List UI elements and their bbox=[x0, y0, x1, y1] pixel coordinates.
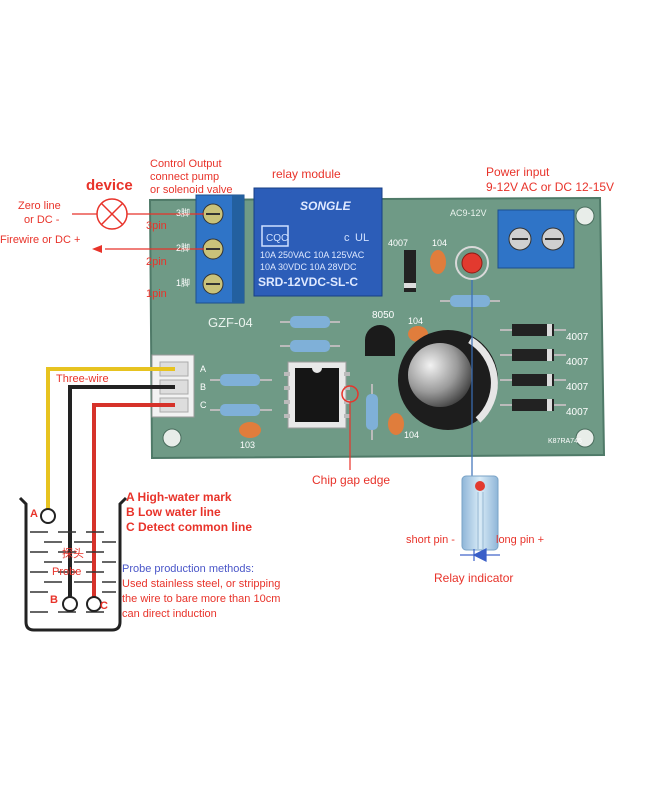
probe-c-label: C bbox=[100, 600, 108, 612]
diode-label: 4007 bbox=[388, 238, 409, 248]
control-output-line-3: or solenoid valve bbox=[150, 184, 233, 196]
terminal-label-2: 2脚 bbox=[176, 243, 191, 253]
pin1-label: 1pin bbox=[146, 288, 167, 300]
water-lines bbox=[30, 531, 116, 613]
relay-model: SRD-12VDC-SL-C bbox=[258, 275, 359, 289]
resistor bbox=[366, 384, 378, 440]
resistor bbox=[440, 295, 500, 307]
short-pin-label: short pin - bbox=[406, 534, 455, 546]
common-line-label: C Detect common line bbox=[126, 520, 253, 534]
relay bbox=[253, 187, 383, 297]
diode-label: 4007 bbox=[566, 382, 589, 393]
relay-rating-1: 10A 250VAC 10A 125VAC bbox=[260, 250, 365, 260]
resistor bbox=[210, 404, 272, 416]
probe-a bbox=[40, 508, 56, 524]
beaker bbox=[18, 496, 128, 632]
diode-label: 4007 bbox=[566, 357, 589, 368]
zero-line-label-2: or DC - bbox=[24, 214, 60, 226]
signal-b-label: B bbox=[200, 382, 207, 392]
ceramic-cap bbox=[388, 413, 404, 435]
terminal-label-3: 3脚 bbox=[176, 208, 191, 218]
relay-brand: SONGLE bbox=[300, 199, 351, 213]
relay-module-label: relay module bbox=[272, 167, 341, 181]
signal-c-label: C bbox=[200, 400, 207, 410]
mount-hole bbox=[575, 206, 595, 226]
probe-methods-line-2: the wire to bare more than 10cm bbox=[122, 593, 281, 605]
arrow-left-icon bbox=[92, 245, 102, 253]
control-output-line-2: connect pump bbox=[150, 171, 220, 183]
resistor bbox=[280, 340, 340, 352]
probe-a-label: A bbox=[30, 508, 38, 520]
resistor bbox=[210, 374, 272, 386]
probe-methods-line-3: can direct induction bbox=[122, 608, 217, 620]
probe-en-label: Probe bbox=[52, 566, 82, 578]
zero-line-label-1: Zero line bbox=[18, 200, 61, 212]
wire-yellow bbox=[46, 367, 175, 512]
mount-hole bbox=[162, 428, 182, 448]
probe-methods-title: Probe production methods: bbox=[122, 563, 255, 575]
diode bbox=[404, 250, 416, 292]
relay-indicator-label: Relay indicator bbox=[434, 571, 514, 585]
cap-label: 104 bbox=[408, 316, 424, 326]
device-label: device bbox=[86, 177, 133, 194]
probe-methods-line-1: Used stainless steel, or stripping bbox=[122, 578, 281, 590]
indicator-tube bbox=[461, 475, 499, 551]
probe-cn-label: 探头 bbox=[62, 548, 84, 560]
transistor-label: 8050 bbox=[372, 310, 395, 321]
terminal-screw bbox=[202, 203, 224, 295]
bridge-diode bbox=[500, 349, 566, 361]
power-input-line-1: Power input bbox=[486, 165, 550, 179]
signal-a-label: A bbox=[200, 364, 207, 374]
diode-label: 4007 bbox=[566, 407, 589, 418]
transistor bbox=[365, 325, 395, 356]
resistor bbox=[280, 316, 340, 328]
chip-gap-edge-label: Chip gap edge bbox=[312, 473, 391, 487]
pin3-label: 3pin bbox=[146, 220, 167, 232]
pin2-label: 2pin bbox=[146, 256, 167, 268]
power-input-line-2: 9-12V AC or DC 12-15V bbox=[486, 180, 615, 194]
svg-text:c: c bbox=[344, 232, 350, 244]
led bbox=[461, 252, 483, 274]
probe-c bbox=[86, 596, 102, 612]
firewire-label: Firewire or DC + bbox=[0, 234, 81, 246]
three-wire-label: Three-wire bbox=[56, 373, 109, 385]
ceramic-cap bbox=[239, 422, 261, 438]
ceramic-cap bbox=[430, 250, 446, 274]
high-water-label: A High-water mark bbox=[126, 490, 232, 504]
relay-rating-2: 10A 30VDC 10A 28VDC bbox=[260, 262, 357, 272]
wire-red bbox=[92, 403, 175, 600]
mount-hole bbox=[575, 428, 595, 448]
cap-label: 104 bbox=[404, 430, 420, 440]
diode-symbol-icon bbox=[460, 548, 500, 562]
bridge-diode bbox=[500, 324, 566, 336]
cap-label: 103 bbox=[240, 440, 256, 450]
svg-text:CQC: CQC bbox=[266, 233, 288, 244]
indicator-led-icon bbox=[475, 481, 485, 491]
probe-b-label: B bbox=[50, 594, 58, 606]
terminal-label-1: 1脚 bbox=[176, 278, 191, 288]
diode-label: 4007 bbox=[566, 332, 589, 343]
ic-chip bbox=[295, 368, 339, 422]
probe-b bbox=[62, 596, 78, 612]
control-output-line-1: Control Output bbox=[150, 158, 222, 170]
bridge-diode bbox=[500, 374, 566, 386]
low-water-label: B Low water line bbox=[126, 505, 221, 519]
bridge-diode bbox=[500, 399, 566, 411]
cap-label: 104 bbox=[432, 238, 448, 248]
svg-text:UL: UL bbox=[355, 232, 369, 244]
board-code: K87RA745 bbox=[548, 438, 582, 445]
board-model: GZF-04 bbox=[208, 315, 253, 330]
long-pin-label: long pin + bbox=[496, 534, 545, 546]
wire-black bbox=[68, 385, 175, 600]
ac-label: AC9-12V bbox=[450, 208, 487, 218]
